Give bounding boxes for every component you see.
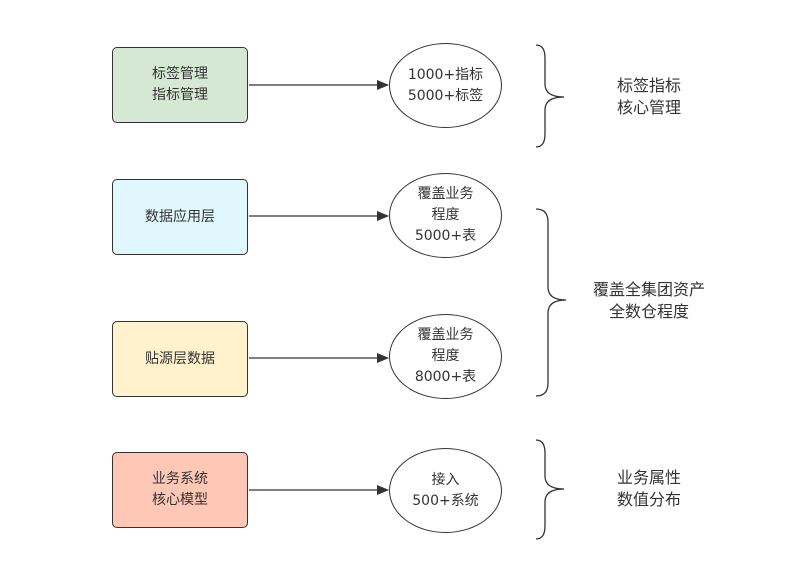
brace-group-2	[535, 208, 567, 397]
group-label-asset-coverage: 覆盖全集团资产 全数仓程度	[592, 280, 705, 321]
group-label-business-attributes: 业务属性 数值分布	[616, 468, 681, 509]
box-business-system-core-model: 业务系统 核心模型	[112, 452, 248, 528]
box-source-layer-data: 贴源层数据	[112, 321, 248, 397]
circle-tag-metric-counts: 1000+指标 5000+标签	[389, 43, 502, 128]
brace-group-3	[535, 439, 565, 540]
box-tag-metric-management: 标签管理 指标管理	[112, 47, 248, 123]
circle-application-coverage: 覆盖业务 程度 5000+表	[389, 173, 502, 258]
group-label-tag-metric-core: 标签指标 核心管理	[616, 76, 681, 117]
brace-group-1	[535, 44, 565, 148]
circle-system-access: 接入 500+系统	[389, 448, 502, 533]
box-data-application-layer: 数据应用层	[112, 179, 248, 255]
circle-source-coverage: 覆盖业务 程度 8000+表	[389, 314, 502, 399]
